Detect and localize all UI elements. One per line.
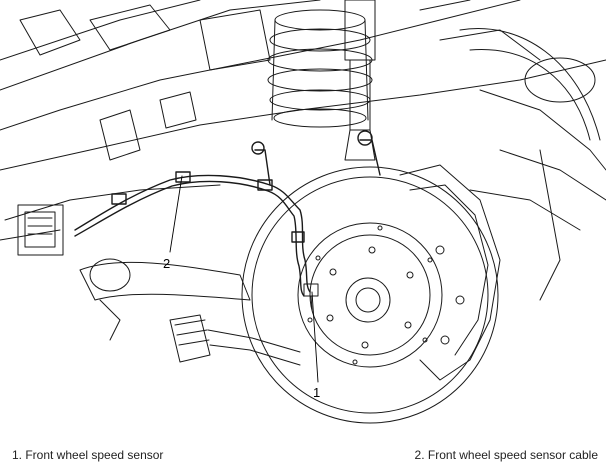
callout-1-number: 1 (313, 385, 320, 400)
caption-item-1: 1. Front wheel speed sensor (12, 448, 164, 462)
wheel-speed-sensor (303, 283, 319, 311)
caption-item-2: 2. Front wheel speed sensor cable (414, 448, 598, 462)
coil-spring (267, 9, 373, 128)
callout-1-leader (311, 291, 319, 383)
fender-shield (459, 28, 601, 301)
sensor-cable (74, 130, 381, 297)
callout-2-leader (169, 175, 183, 253)
connector-block (17, 204, 64, 256)
callout-2-number: 2 (163, 256, 170, 271)
drive-shaft-boot (169, 314, 301, 366)
brake-caliper (399, 164, 501, 381)
strut (344, 0, 376, 161)
brake-disc (241, 166, 499, 424)
lower-arm (79, 258, 251, 341)
chassis-frame (0, 0, 606, 241)
